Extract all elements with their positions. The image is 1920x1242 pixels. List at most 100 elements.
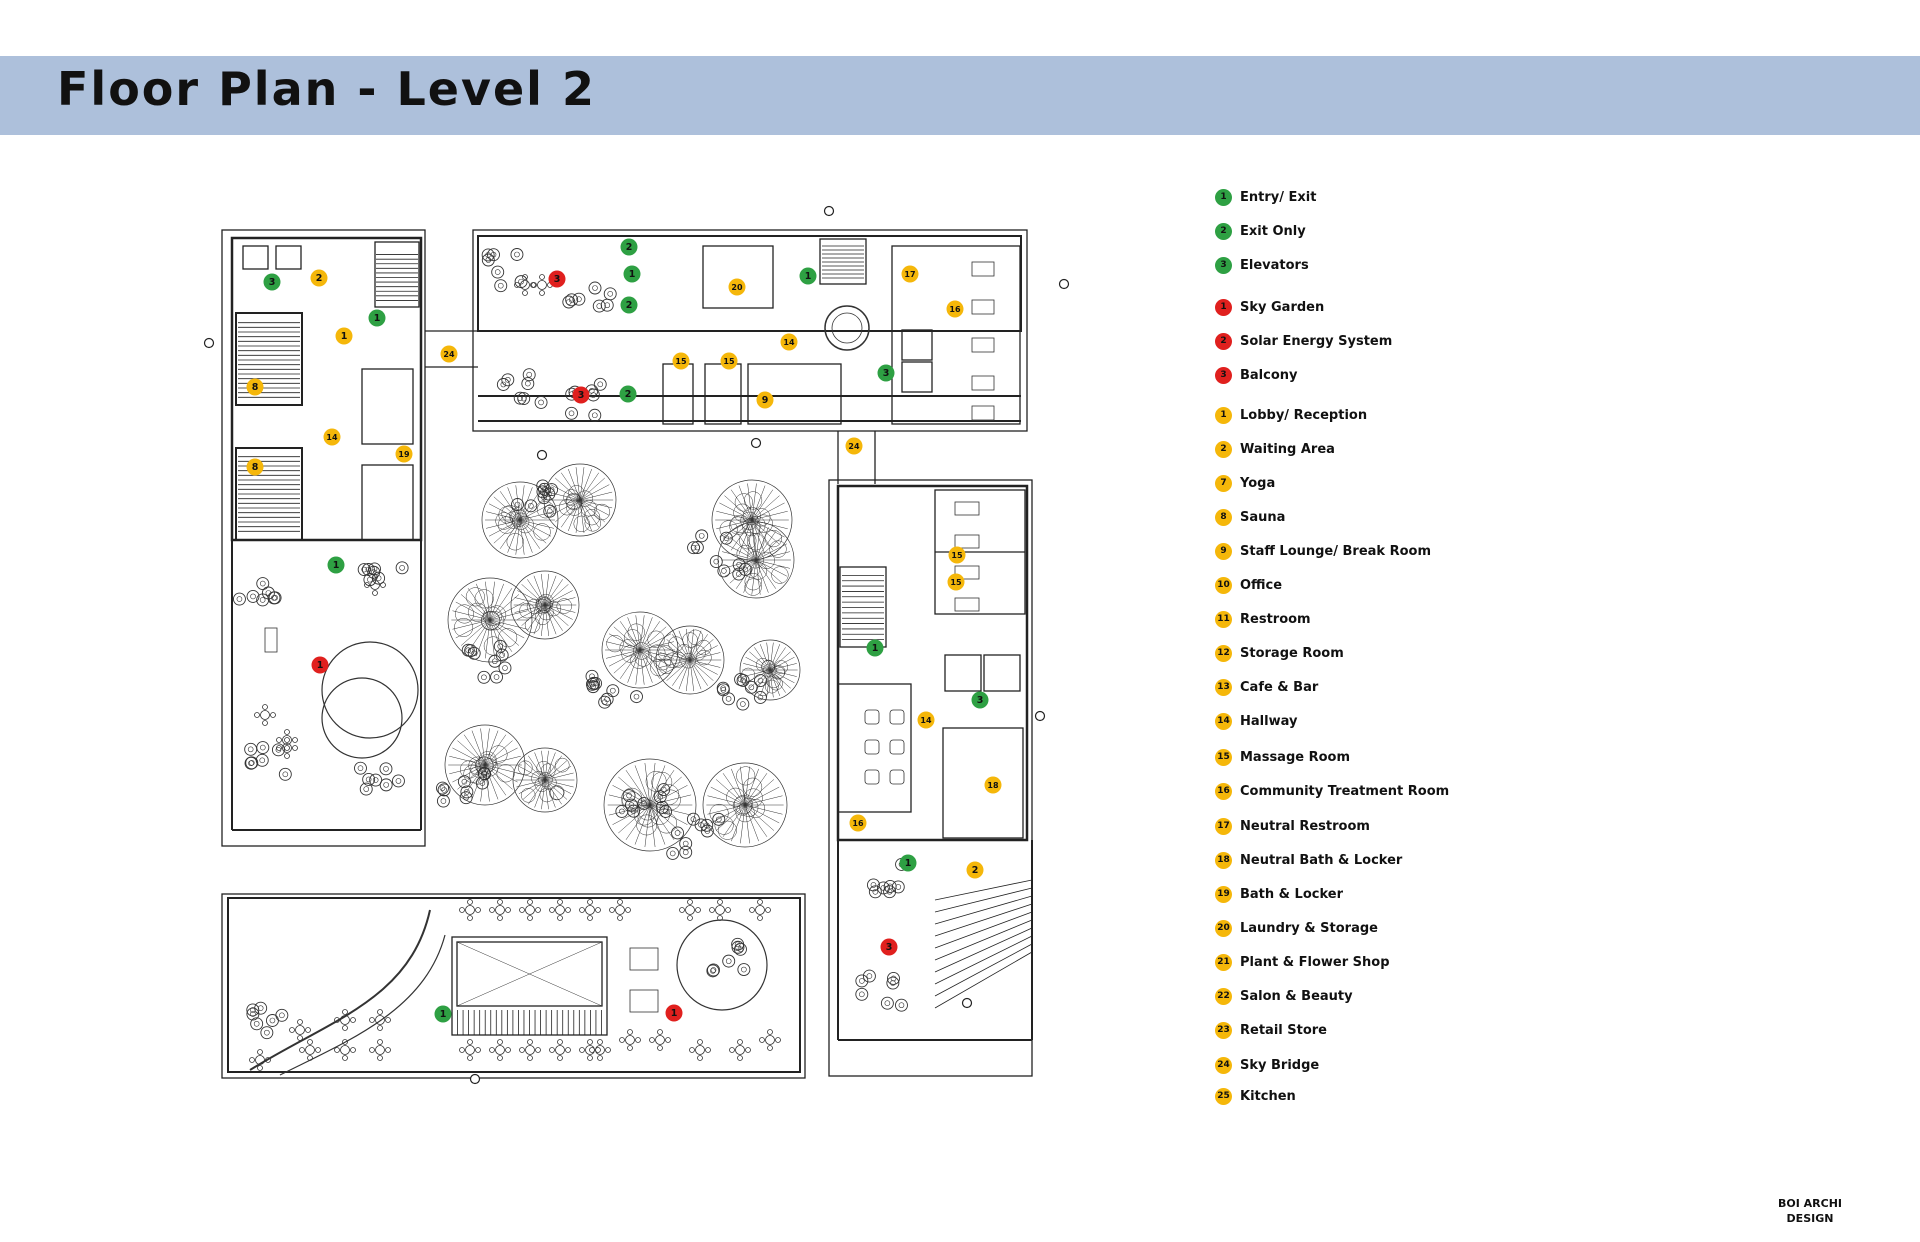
room-marker-yellow: 1 (335, 327, 353, 345)
legend-item: 18 Neutral Bath & Locker (1215, 849, 1402, 871)
legend-item: 1 Sky Garden (1215, 296, 1324, 318)
room-marker-green: 2 (620, 238, 638, 256)
page-title: Floor Plan - Level 2 (57, 62, 596, 116)
room-marker-label: 2 (625, 389, 632, 400)
bed (971, 261, 995, 277)
shrub-cluster (666, 812, 726, 860)
bench (629, 989, 659, 1013)
shrub-cluster (461, 639, 512, 684)
legend-label: Community Treatment Room (1240, 783, 1450, 799)
room-marker-yellow: 14 (780, 333, 798, 351)
bed (954, 501, 980, 516)
bed (954, 597, 980, 612)
legend-badge: 13 (1215, 678, 1232, 696)
bed (971, 299, 995, 315)
legend-label: Bath & Locker (1240, 886, 1343, 902)
legend-badge: 24 (1215, 1056, 1232, 1074)
room-marker-green: 1 (623, 265, 641, 283)
room-marker-yellow: 15 (947, 573, 965, 591)
room-marker-label: 1 (374, 313, 381, 324)
stairs (238, 245, 1033, 1035)
legend-badge: 1 (1215, 298, 1232, 316)
tree-canopy (447, 577, 533, 663)
room-marker-label: 3 (578, 390, 585, 401)
legend-label: Sky Garden (1240, 299, 1325, 315)
bed (971, 337, 995, 353)
legend-label: Retail Store (1240, 1022, 1327, 1038)
legend-badge: 21 (1215, 953, 1232, 971)
grid-marker (1058, 278, 1070, 290)
shrub-cluster (615, 783, 673, 818)
grid-marker (203, 337, 215, 349)
pool (321, 641, 419, 739)
room-marker-yellow: 9 (756, 391, 774, 409)
room-marker-green: 1 (368, 309, 386, 327)
room-marker-label: 15 (675, 357, 687, 366)
room-marker-yellow: 20 (728, 278, 746, 296)
room-marker-red: 3 (572, 386, 590, 404)
room-marker-yellow: 8 (246, 458, 264, 476)
legend-label: Balcony (1240, 367, 1298, 383)
legend-label: Entry/ Exit (1240, 189, 1317, 205)
legend-badge: 22 (1215, 987, 1232, 1005)
shrub-cluster (354, 761, 405, 796)
room-marker-label: 2 (316, 273, 323, 284)
room-marker-red: 3 (548, 270, 566, 288)
legend-label: Lobby/ Reception (1240, 407, 1368, 423)
room-marker-label: 18 (987, 781, 999, 790)
lounge-chair (864, 739, 880, 755)
room-marker-label: 3 (886, 942, 893, 953)
room-marker-green: 1 (899, 854, 917, 872)
room-marker-green: 3 (877, 364, 895, 382)
legend-badge: 1 (1215, 188, 1232, 206)
grid-marker (469, 1073, 481, 1085)
room-marker-label: 1 (333, 560, 340, 571)
legend-badge: 10 (1215, 576, 1232, 594)
legend-badge: 8 (1215, 508, 1232, 526)
room-marker-yellow: 16 (849, 814, 867, 832)
legend-label: Exit Only (1240, 223, 1306, 239)
legend-badge: 16 (1215, 782, 1232, 800)
tree-canopy (702, 762, 788, 848)
room-marker-label: 20 (731, 283, 743, 292)
legend-badge: 18 (1215, 851, 1232, 869)
room-marker-label: 1 (440, 1009, 447, 1020)
room-marker-yellow: 15 (720, 352, 738, 370)
room-marker-yellow: 8 (246, 378, 264, 396)
bed (971, 375, 995, 391)
room-marker-label: 19 (398, 450, 410, 459)
grid-marker (823, 205, 835, 217)
pool (676, 919, 768, 1011)
shrub-cluster (706, 937, 751, 978)
room-marker-green: 3 (263, 273, 281, 291)
legend-label: Neutral Bath & Locker (1240, 852, 1403, 868)
room-marker-yellow: 16 (946, 300, 964, 318)
landscape-trees (232, 248, 909, 1076)
room-marker-label: 24 (848, 442, 860, 451)
legend-label: Hallway (1240, 713, 1298, 729)
credit: BOI ARCHI DESIGN (1770, 1196, 1850, 1226)
room-marker-yellow: 2 (310, 269, 328, 287)
legend-label: Salon & Beauty (1240, 988, 1353, 1004)
room-marker-yellow: 17 (901, 265, 919, 283)
grid-marker (1034, 710, 1046, 722)
garden-path (249, 909, 431, 1071)
room-marker-label: 2 (626, 242, 633, 253)
room-marker-yellow: 14 (917, 711, 935, 729)
legend-label: Sky Bridge (1240, 1057, 1320, 1073)
grid-marker (961, 997, 973, 1009)
grid-markers (203, 205, 1070, 1085)
grid-marker (536, 449, 548, 461)
rotunda (824, 305, 870, 351)
